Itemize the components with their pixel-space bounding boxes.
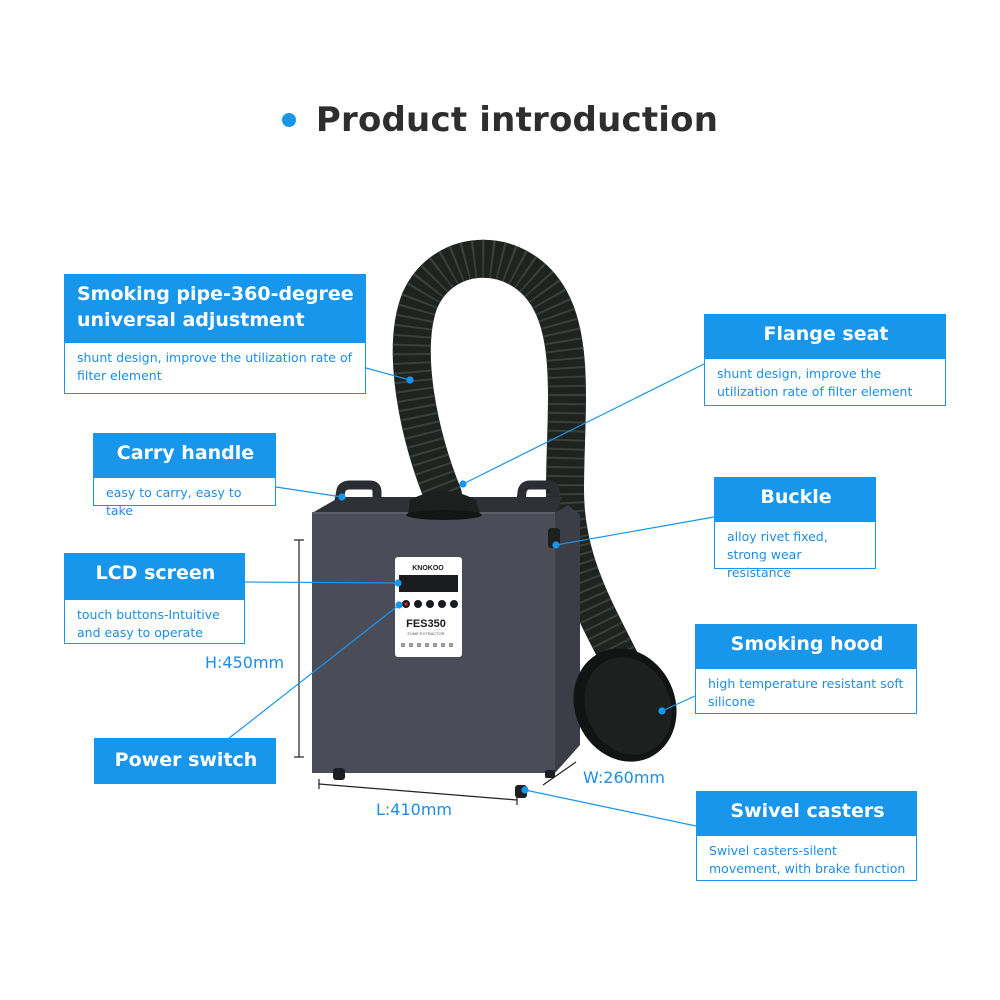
callout-description: high temperature resistant soft silicone <box>708 676 904 710</box>
callout-swivel-casters: Swivel casters Swivel casters-silent mov… <box>696 791 917 881</box>
callout-description: alloy rivet fixed, strong wear resistanc… <box>727 529 828 581</box>
callout-heading: Swivel casters <box>697 792 916 836</box>
bullet-dot-icon <box>281 113 296 127</box>
callout-flange-seat: Flange seat shunt design, improve the ut… <box>704 314 946 406</box>
length-dimension-label: L:410mm <box>376 800 453 819</box>
device-model: FES350 <box>406 618 446 630</box>
smoking-hood <box>573 648 677 762</box>
callout-heading: Flange seat <box>705 315 945 359</box>
width-dimension-label: W:260mm <box>583 768 665 787</box>
callout-lcd-screen: LCD screen touch buttons-Intuitive and e… <box>64 553 245 644</box>
panel-button-icon <box>414 600 422 608</box>
callout-description: touch buttons-Intuitive and easy to oper… <box>77 607 220 641</box>
callout-heading: Power switch <box>95 739 275 783</box>
left-carry-handle <box>332 480 382 513</box>
callout-carry-handle: Carry handle easy to carry, easy to take <box>93 433 276 518</box>
callout-description: easy to carry, easy to take <box>106 485 242 519</box>
device-brand: KNOKOO <box>412 565 444 572</box>
leader-lines <box>227 363 715 827</box>
rear-caster <box>545 770 555 778</box>
height-dimension-label: H:450mm <box>205 653 285 672</box>
callout-smoking-pipe: Smoking pipe-360-degree universal adjust… <box>64 274 366 394</box>
callout-heading: LCD screen <box>65 554 244 600</box>
callout-heading-line: universal adjustment <box>77 308 305 331</box>
page-header: Product introduction <box>0 100 1000 140</box>
panel-button-icon <box>450 600 458 608</box>
panel-button-icon <box>438 600 446 608</box>
callout-description: Swivel casters-silent movement, with bra… <box>709 843 906 877</box>
callout-description: shunt design, improve the utilization ra… <box>77 350 353 384</box>
right-carry-handle <box>515 480 560 513</box>
callout-buckle: Buckle alloy rivet fixed, strong wear re… <box>714 477 876 580</box>
device-side-panel <box>555 505 580 773</box>
callout-heading: Carry handle <box>94 434 275 478</box>
callout-heading-line: Smoking pipe-360-degree <box>77 283 354 305</box>
page-title: Product introduction <box>315 100 719 140</box>
callout-heading: Smoking hood <box>696 625 916 669</box>
callout-smoking-hood: Smoking hood high temperature resistant … <box>695 624 917 714</box>
flange-seat <box>408 491 480 514</box>
lcd-screen <box>399 575 458 592</box>
device-subtitle: FUME EXTRACTOR <box>407 631 444 636</box>
callout-heading: Buckle <box>715 478 875 522</box>
callout-description: shunt design, improve the utilization ra… <box>717 366 913 400</box>
callout-heading: Smoking pipe-360-degree universal adjust… <box>65 275 365 343</box>
control-panel: KNOKOO FES350 FUME EXTRACTOR <box>395 557 462 657</box>
front-left-caster <box>333 768 345 780</box>
dimension-lines <box>294 539 577 805</box>
panel-button-icon <box>426 600 434 608</box>
callout-power-switch: Power switch <box>94 738 276 784</box>
